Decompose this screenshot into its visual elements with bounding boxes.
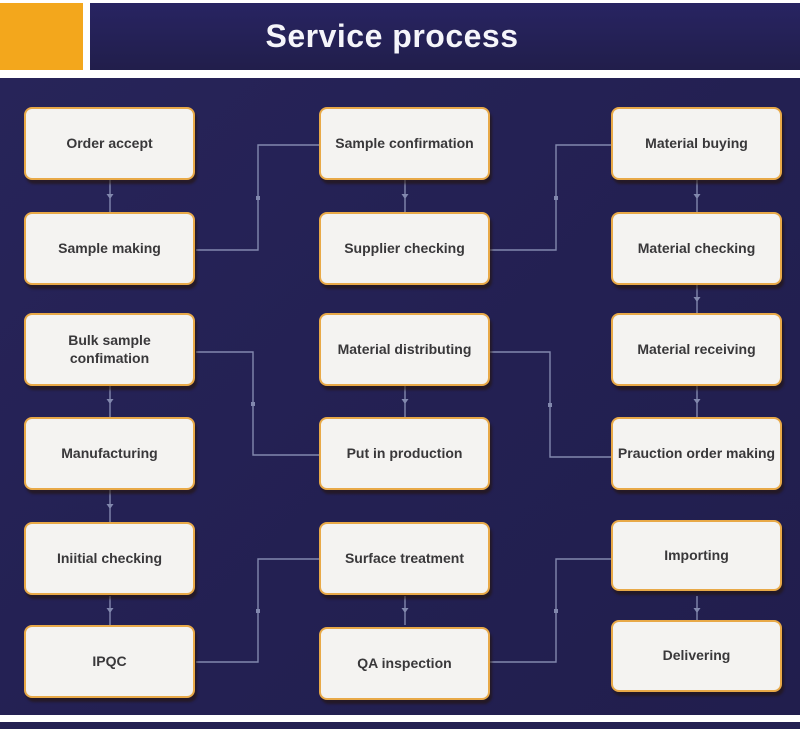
flow-node-sample-making: Sample making	[24, 212, 195, 285]
flow-node-label: Manufacturing	[61, 444, 158, 461]
flow-node-delivering: Delivering	[611, 620, 782, 692]
flow-node-label: Surface treatment	[344, 549, 465, 566]
connector-line	[196, 558, 319, 663]
title-banner: Service process	[90, 3, 800, 70]
flow-node-label: Bulk sample confimation	[68, 332, 151, 366]
flow-node-ipqc: IPQC	[24, 625, 195, 698]
flow-node-material-distributing: Material distributing	[319, 313, 490, 386]
flow-node-label: IPQC	[92, 652, 127, 669]
flow-node-supplier-checking: Supplier checking	[319, 212, 490, 285]
flow-node-label: Prauction order making	[617, 444, 776, 461]
flow-node-manufacturing: Manufacturing	[24, 417, 195, 490]
flow-node-material-buying: Material buying	[611, 107, 782, 180]
flow-node-prauction-order-making: Prauction order making	[611, 417, 782, 490]
flow-node-label: Supplier checking	[344, 239, 465, 256]
flow-node-initial-checking: Iniitial checking	[24, 522, 195, 595]
flow-node-material-checking: Material checking	[611, 212, 782, 285]
flow-node-label: Material receiving	[637, 340, 756, 357]
flow-node-label: QA inspection	[357, 654, 452, 671]
flow-node-label: Sample confirmation	[335, 134, 474, 151]
page-title: Service process	[265, 18, 519, 54]
connector-line	[490, 558, 611, 663]
flow-node-label: Material distributing	[337, 340, 472, 357]
flow-node-label: Delivering	[662, 647, 731, 664]
flow-node-label: Order accept	[66, 134, 153, 151]
flow-node-label: Put in production	[346, 444, 463, 461]
flow-node-importing: Importing	[611, 520, 782, 591]
flow-node-label: Importing	[664, 546, 729, 563]
connector-line	[490, 351, 611, 458]
flow-node-sample-confirmation: Sample confirmation	[319, 107, 490, 180]
accent-square	[0, 3, 83, 70]
flowchart-canvas: Order accept Sample making Bulk sample c…	[0, 78, 800, 715]
flow-node-surface-treatment: Surface treatment	[319, 522, 490, 595]
flow-node-bulk-sample-confimation: Bulk sample confimation	[24, 313, 195, 386]
flow-node-label: Iniitial checking	[56, 549, 163, 566]
connector-line	[490, 144, 611, 251]
flow-node-label: Material buying	[645, 134, 748, 151]
flow-node-material-receiving: Material receiving	[611, 313, 782, 386]
footer-bar	[0, 722, 800, 729]
connector-line	[196, 351, 319, 456]
flow-node-qa-inspection: QA inspection	[319, 627, 490, 700]
connector-line	[196, 144, 319, 251]
flow-node-label: Material checking	[637, 239, 756, 256]
flow-node-label: Sample making	[58, 239, 161, 256]
flow-node-order-accept: Order accept	[24, 107, 195, 180]
flow-node-put-in-production: Put in production	[319, 417, 490, 490]
